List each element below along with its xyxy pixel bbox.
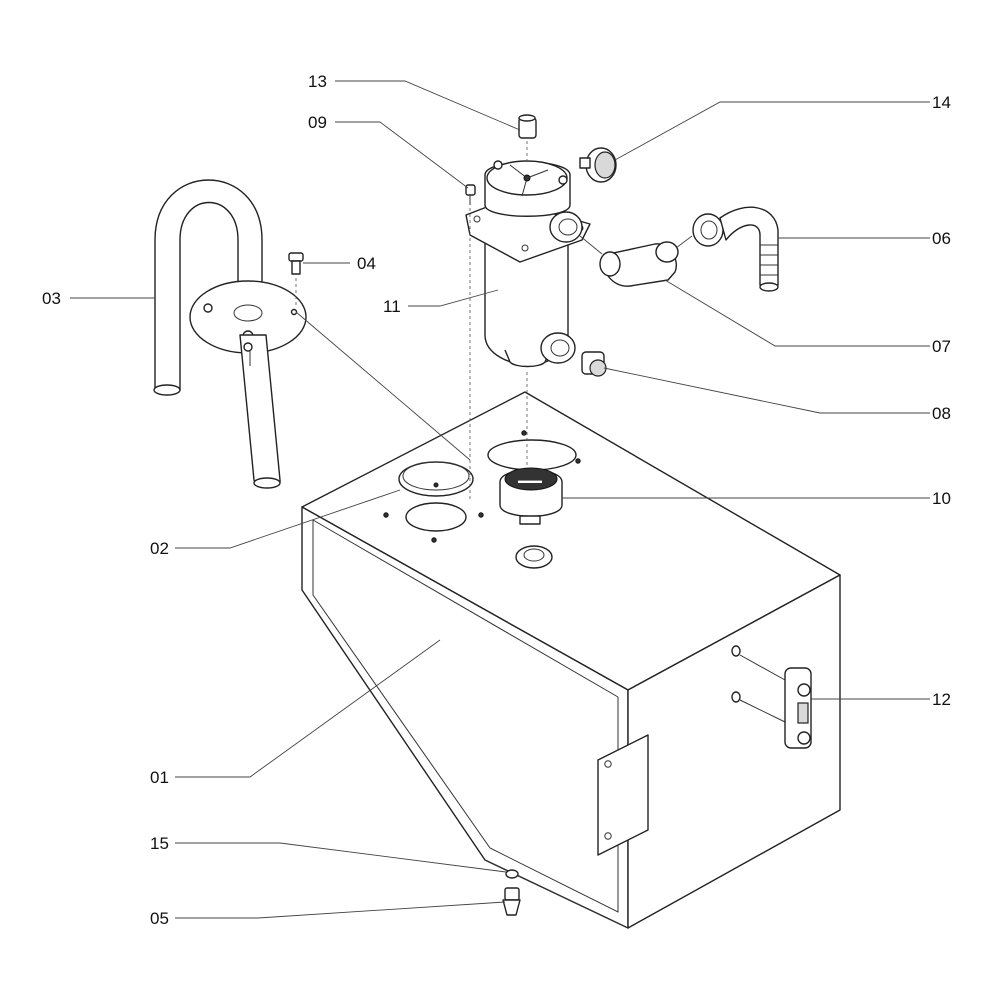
cap-logo-mark: ▬▬▬ — [518, 476, 542, 485]
callout-labels: 01 02 03 04 05 06 07 08 09 10 11 12 13 1… — [42, 72, 951, 928]
callout-05: 05 — [150, 909, 169, 928]
part-02-cover — [398, 461, 474, 497]
part-10-filler-cap: ▬▬▬ — [499, 372, 563, 569]
part-01-tank — [301, 391, 841, 929]
callout-14: 14 — [932, 93, 951, 112]
part-15-seal — [505, 869, 519, 879]
leader-lines — [70, 80, 930, 919]
callout-13: 13 — [308, 72, 327, 91]
part-13-plug — [518, 114, 537, 160]
callout-08: 08 — [932, 404, 951, 423]
part-11-filter — [465, 160, 591, 368]
part-03-suction-pipe — [153, 179, 307, 489]
part-07-elbow — [579, 235, 693, 287]
part-08-plug — [581, 351, 607, 377]
part-14-gauge — [579, 147, 617, 183]
part-06-hose-fitting — [692, 206, 779, 292]
part-12-level-gauge — [739, 654, 812, 749]
callout-12: 12 — [932, 690, 951, 709]
callout-11: 11 — [383, 297, 401, 316]
callout-01: 01 — [150, 768, 169, 787]
part-09-screw — [465, 184, 476, 500]
callout-15: 15 — [150, 834, 169, 853]
callout-07: 07 — [932, 337, 951, 356]
callout-06: 06 — [932, 229, 951, 248]
callout-04: 04 — [357, 254, 376, 273]
callout-02: 02 — [150, 539, 169, 558]
callout-09: 09 — [308, 113, 327, 132]
part-04-bolt — [288, 252, 304, 305]
callout-10: 10 — [932, 489, 951, 508]
part-05-drain-plug — [502, 887, 521, 916]
callout-03: 03 — [42, 289, 61, 308]
